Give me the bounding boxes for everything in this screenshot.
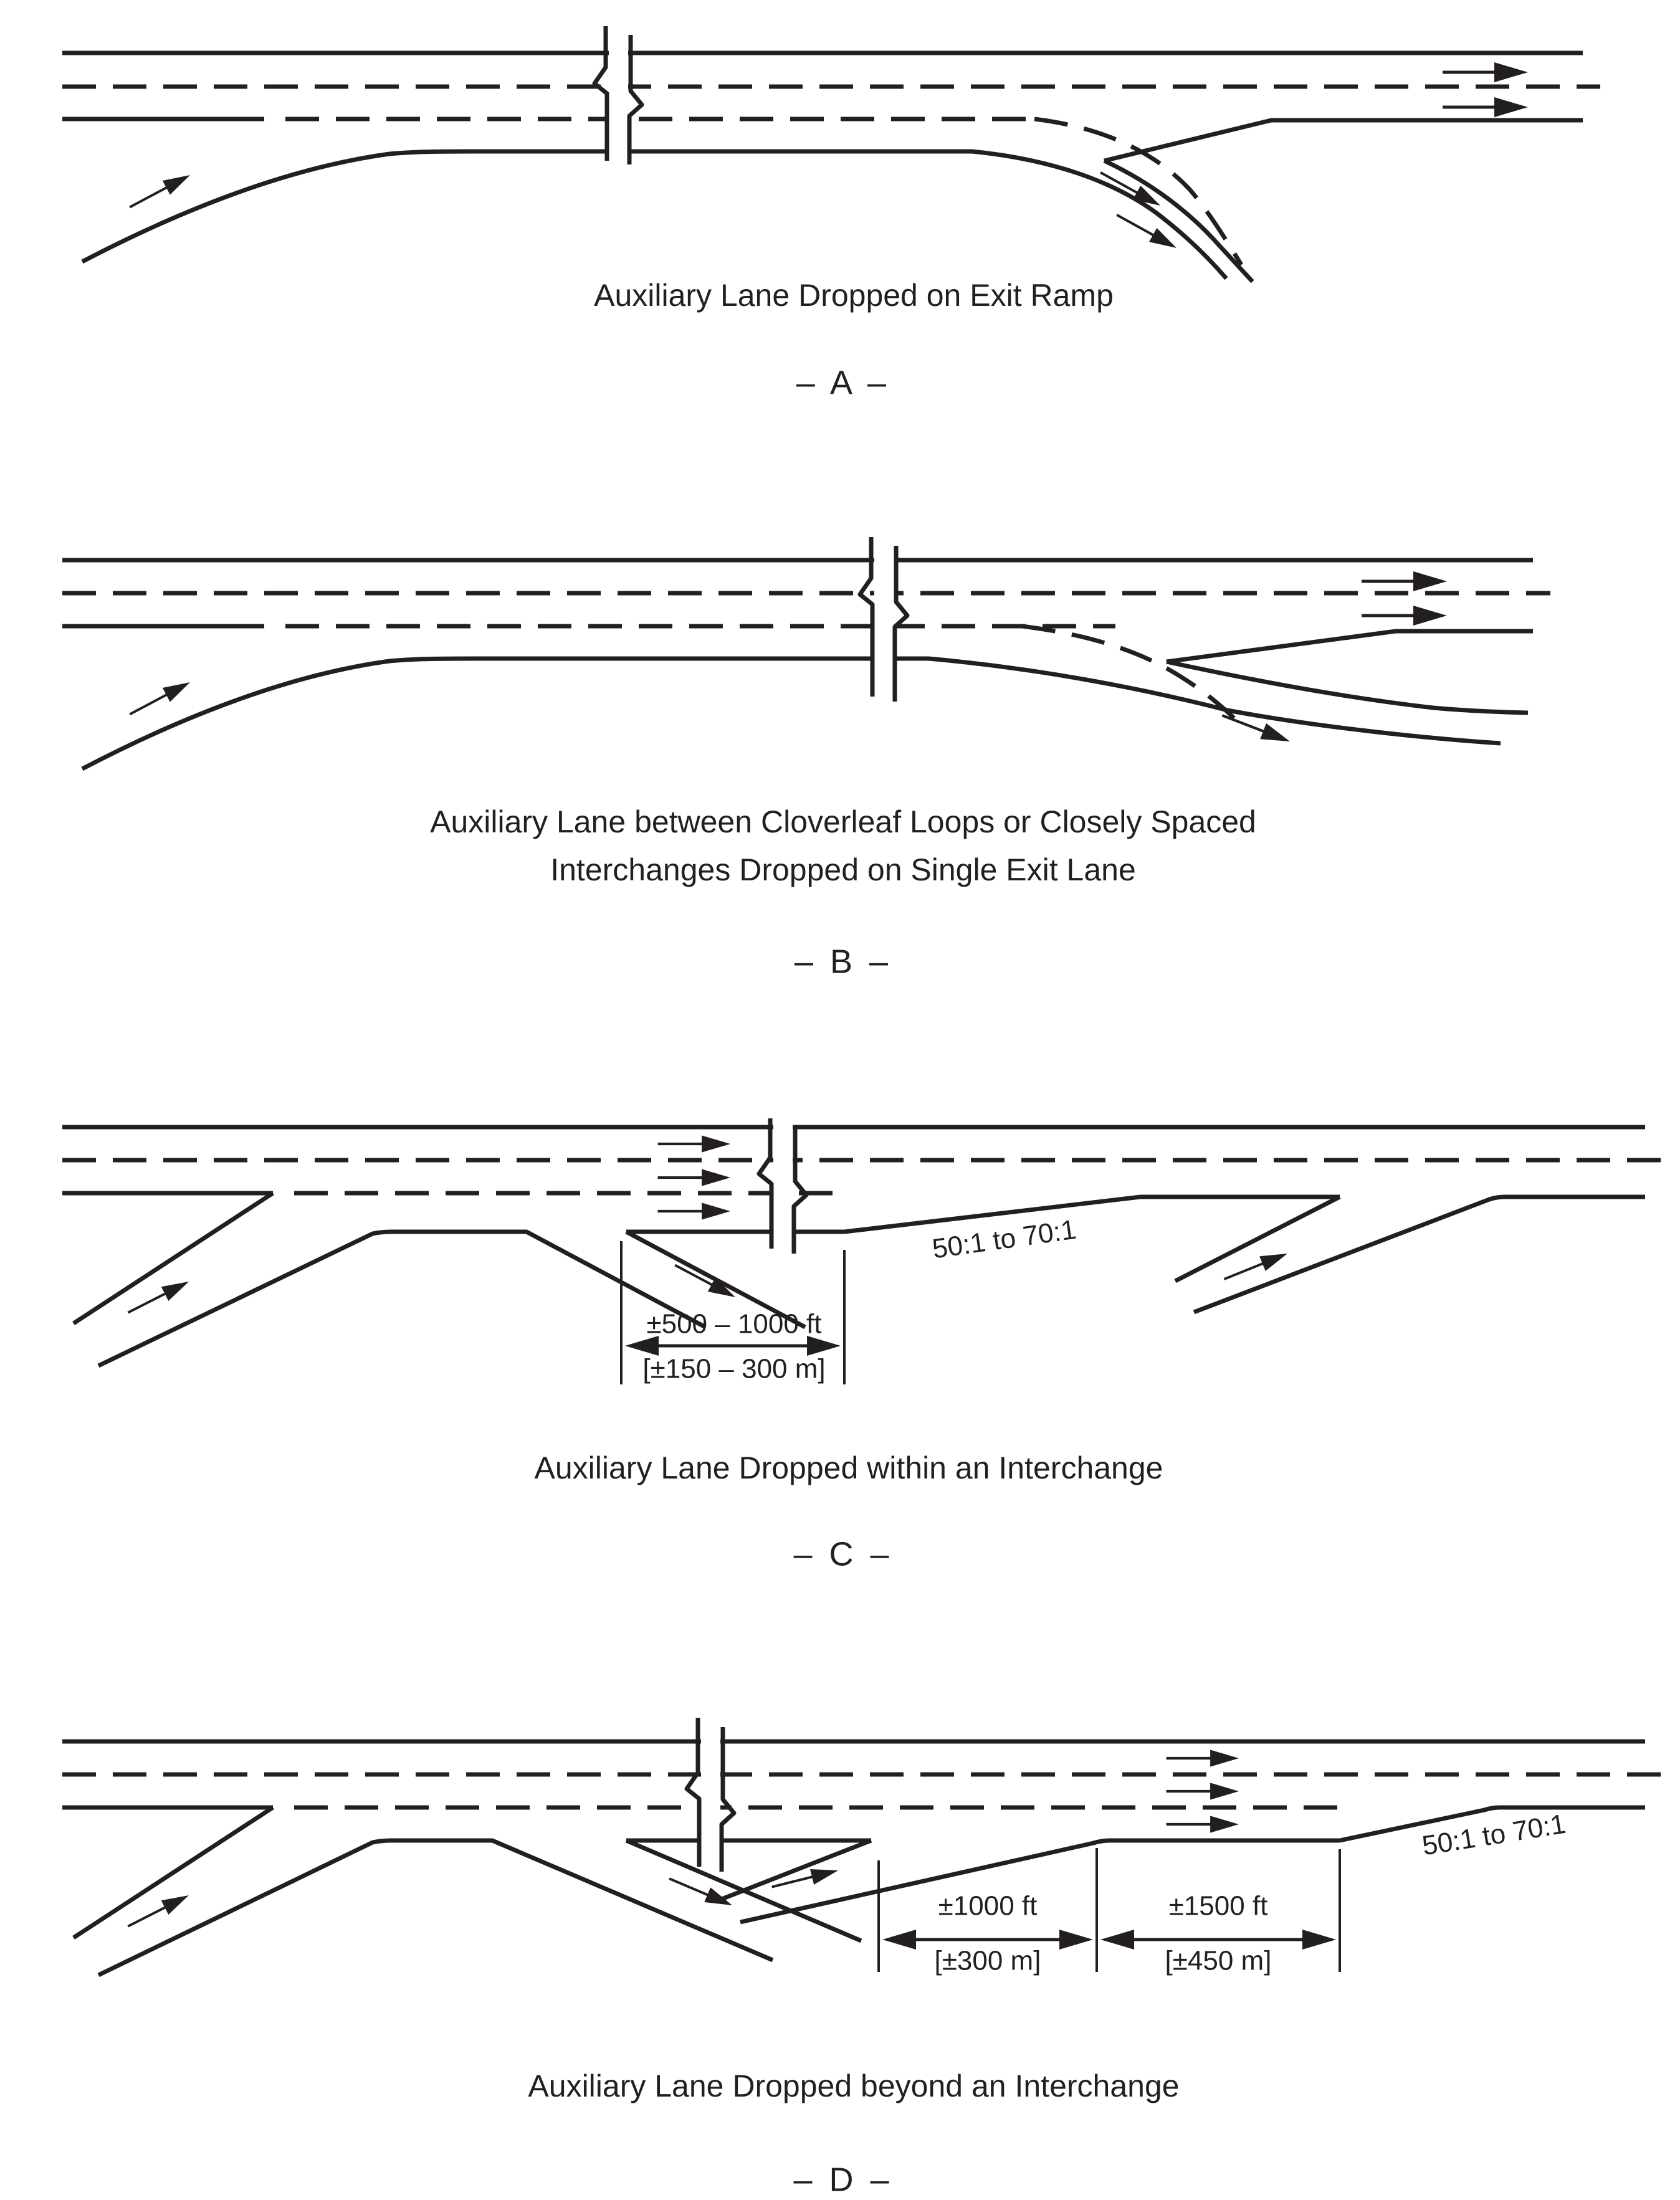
d-break-mark-left: [684, 1718, 702, 1867]
d-entrance-ramp2-lower-edge: [740, 1838, 1340, 1925]
d-dimension1-feet: ±1000 ft: [938, 1891, 1038, 1921]
c-break-gap: [773, 1120, 793, 1250]
c-break-mark-right: [791, 1128, 809, 1254]
d-break-gap: [701, 1720, 720, 1869]
d-lane1-direction-arrow: [1167, 1750, 1239, 1766]
figure-a-title: Auxiliary Lane Dropped on Exit Ramp: [594, 278, 1114, 313]
d-entrance-ramp-arrow: [125, 1888, 193, 1934]
c-entrance-ramp-upper-edge: [72, 1191, 274, 1325]
a-break-mark-right: [627, 35, 644, 164]
b-entrance-ramp-arrow: [126, 675, 194, 721]
c-aux-lane-direction-arrow: [658, 1202, 730, 1219]
d-dimension2-arrowhead-left: [1100, 1930, 1134, 1950]
figure-d-title: Auxiliary Lane Dropped beyond an Interch…: [528, 2069, 1179, 2103]
b-exit-gore-edge: [1166, 629, 1533, 664]
c-break-mark-left: [756, 1118, 774, 1249]
a-break-mark-left: [592, 26, 609, 161]
c-entrance-ramp-aux-edge-and-exit-taper: [97, 1229, 707, 1368]
d-entrance-ramp-upper-edge: [72, 1806, 274, 1940]
c-entrance-ramp2-lower-edge: [1193, 1194, 1645, 1315]
b-entrance-ramp-and-aux-edge: [81, 656, 1501, 771]
b-exit-ramp-right-edge: [1166, 659, 1529, 715]
d-exit-ramp-arrow: [666, 1871, 735, 1912]
a-lane1-direction-arrow: [1443, 62, 1528, 82]
d-dimension2-arrowhead-right: [1302, 1930, 1336, 1950]
d-dimension1-meters: [±300 m]: [935, 1946, 1041, 1976]
figure-b-title-line1: Auxiliary Lane between Cloverleaf Loops …: [430, 804, 1256, 839]
figure-c-title: Auxiliary Lane Dropped within an Interch…: [535, 1450, 1163, 1485]
c-lane2-direction-arrow: [658, 1169, 730, 1186]
a-exit-lane-line-curve: [1034, 117, 1243, 266]
a-entrance-ramp-and-aux-edge: [81, 149, 1228, 280]
a-exit-ramp-right-edge: [1103, 158, 1254, 283]
d-entrance-ramp2-upper-edge: [714, 1838, 872, 1904]
figure-c-label: – C –: [793, 1535, 892, 1573]
b-lane1-direction-arrow: [1362, 571, 1447, 591]
figure-c: ±500 – 1000 ft [±150 – 300 m] 50:1 to 70…: [62, 1118, 1663, 1573]
a-lane2-direction-arrow: [1443, 97, 1528, 117]
figure-d: ±1000 ft [±300 m] ±1500 ft [±450 m] 50:1…: [62, 1718, 1663, 2198]
d-lane2-direction-arrow: [1167, 1783, 1239, 1799]
b-lane2-direction-arrow: [1362, 606, 1447, 626]
d-dimension2-feet: ±1500 ft: [1169, 1891, 1268, 1921]
figure-a: Auxiliary Lane Dropped on Exit Ramp – A …: [62, 26, 1600, 401]
figure-b: Auxiliary Lane between Cloverleaf Loops …: [62, 537, 1550, 980]
d-dimension1-arrowhead-right: [1059, 1930, 1093, 1950]
figure-b-label: – B –: [795, 943, 892, 980]
b-break-mark-left: [857, 537, 875, 697]
d-break-mark-right: [719, 1727, 737, 1872]
d-lane-drop-taper: [1339, 1805, 1645, 1843]
d-dimension2-meters: [±450 m]: [1165, 1946, 1272, 1976]
a-entrance-ramp-arrow: [126, 168, 194, 214]
d-taper-ratio-label: 50:1 to 70:1: [1420, 1809, 1568, 1862]
a-exit-gore-edge: [1104, 118, 1583, 163]
figure-a-label: – A –: [796, 364, 890, 401]
c-lane-drop-taper: [844, 1194, 1141, 1234]
c-entrance-ramp2-upper-edge: [1174, 1194, 1341, 1283]
c-exit-ramp-arrow: [671, 1258, 739, 1304]
a-break-gap: [609, 26, 628, 164]
c-dimension-meters: [±150 – 300 m]: [642, 1354, 825, 1384]
figure-d-label: – D –: [793, 2161, 892, 2198]
c-lane1-direction-arrow: [658, 1135, 730, 1152]
d-aux-lane-direction-arrow: [1167, 1816, 1239, 1832]
d-dimension1-arrowhead-left: [882, 1930, 916, 1950]
a-exit-ramp-arrow-2: [1113, 208, 1180, 255]
b-break-mark-right: [892, 546, 910, 702]
b-break-gap: [874, 537, 894, 694]
figure-b-title-line2: Interchanges Dropped on Single Exit Lane: [550, 852, 1136, 887]
d-entrance-ramp-aux-edge-and-exit-taper: [97, 1838, 774, 1978]
c-dimension-arrowhead-right: [807, 1336, 841, 1356]
c-dimension-arrowhead-left: [625, 1336, 659, 1356]
c-taper-ratio-label: 50:1 to 70:1: [930, 1214, 1078, 1265]
c-dimension-feet: ±500 – 1000 ft: [646, 1309, 821, 1340]
b-exit-lane-line-curve: [1021, 624, 1241, 725]
